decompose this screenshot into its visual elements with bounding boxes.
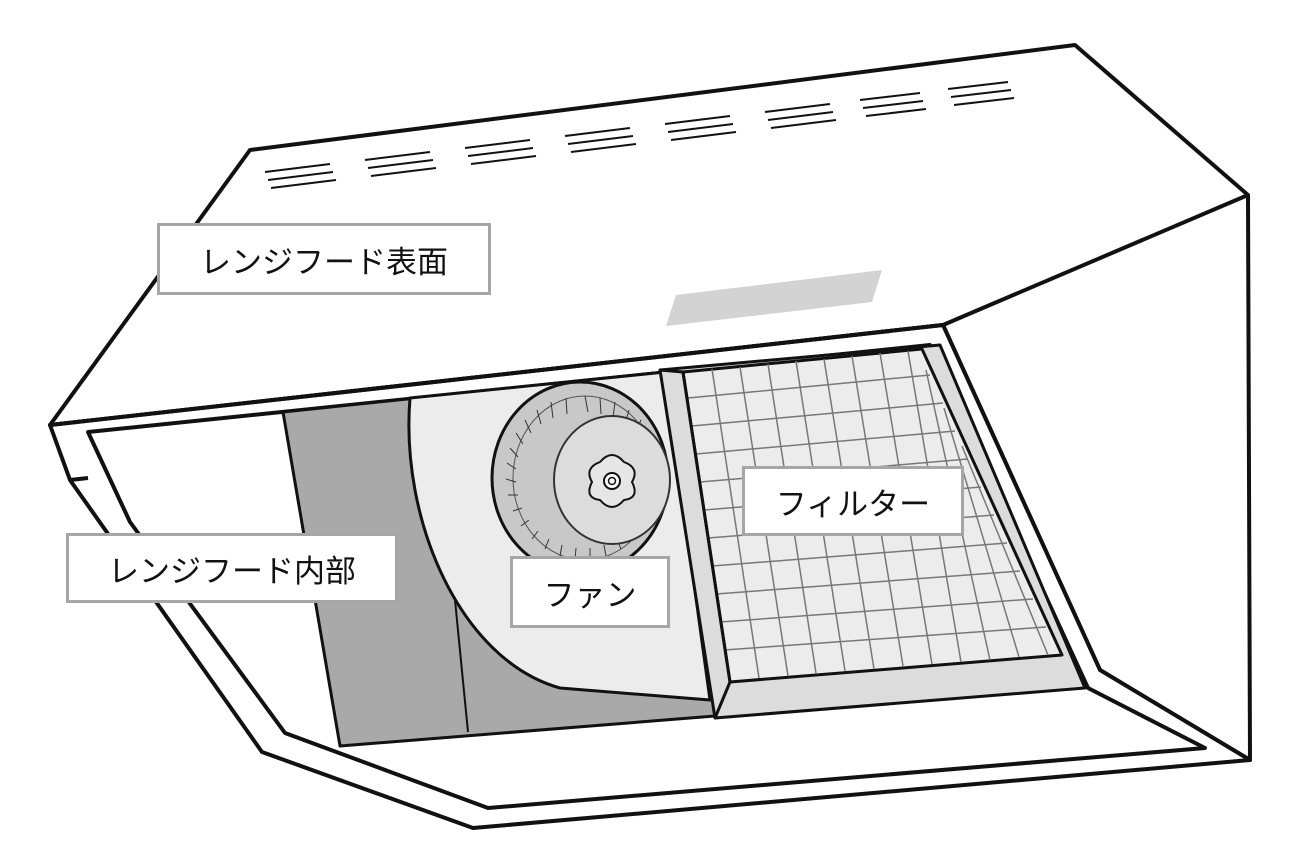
control-panel-strip	[666, 270, 882, 326]
label-fan: ファン	[510, 556, 670, 628]
label-filter: フィルター	[742, 466, 964, 536]
label-filter-text: フィルター	[775, 486, 931, 523]
label-hood-interior: レンジフード内部	[66, 533, 398, 603]
label-hood-surface-text: レンジフード表面	[200, 244, 448, 281]
label-hood-surface: レンジフード表面	[157, 223, 491, 295]
vent-slots	[264, 81, 1015, 189]
label-fan-text: ファン	[543, 577, 637, 614]
label-hood-interior-text: レンジフード内部	[108, 553, 356, 590]
